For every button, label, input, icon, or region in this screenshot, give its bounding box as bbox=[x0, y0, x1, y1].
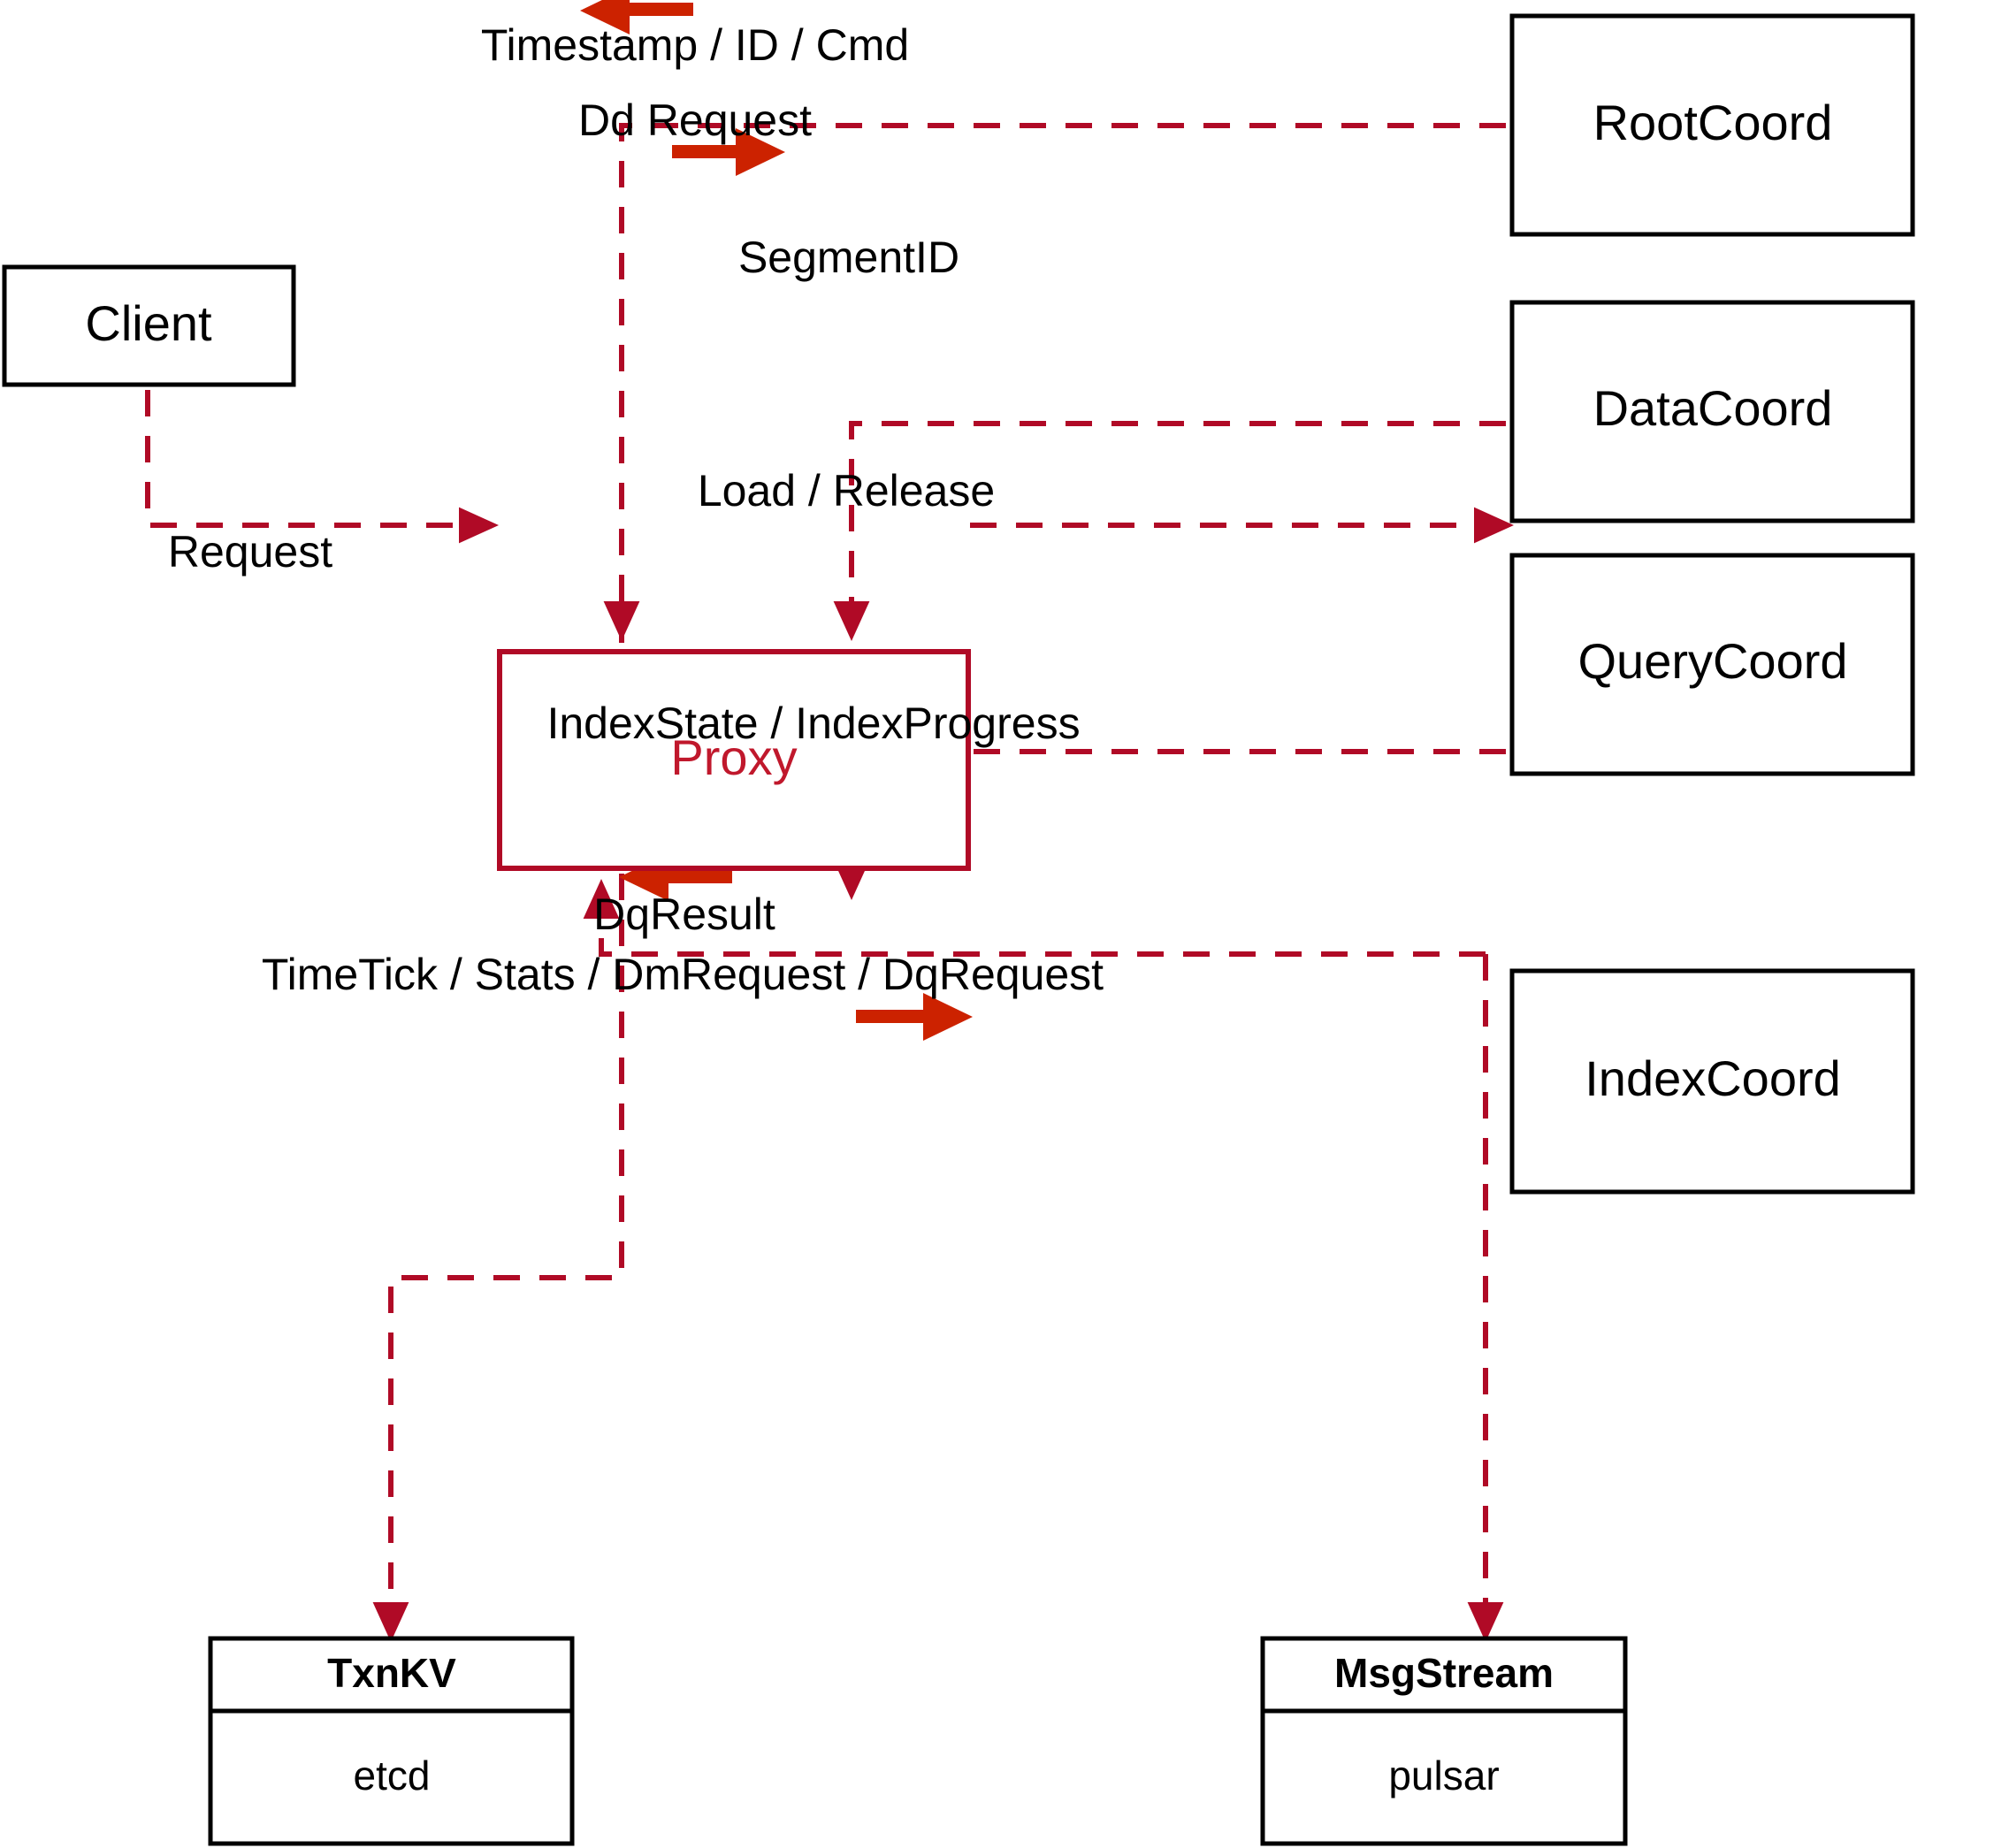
edge-group bbox=[145, 123, 1514, 1642]
edge-label-load-release: Load / Release bbox=[698, 466, 995, 515]
node-proxy[interactable]: Proxy bbox=[497, 649, 971, 871]
node-client[interactable]: Client bbox=[2, 264, 296, 387]
node-txnkv-subtitle: etcd bbox=[354, 1753, 431, 1798]
dqrequest-dir-arrow bbox=[856, 993, 973, 1041]
edge-proxy-rootcoord bbox=[603, 123, 1506, 641]
node-querycoord[interactable]: QueryCoord bbox=[1509, 553, 1915, 776]
node-client-label: Client bbox=[85, 295, 212, 351]
edge-label-indexstate-indexprogress: IndexState / IndexProgress bbox=[546, 699, 1080, 748]
node-msgstream-title: MsgStream bbox=[1334, 1650, 1554, 1696]
node-rootcoord[interactable]: RootCoord bbox=[1509, 13, 1915, 237]
node-datacoord-label: DataCoord bbox=[1593, 380, 1833, 436]
ddrequest-dir-arrow bbox=[672, 128, 785, 176]
edge-label-timetick-stats-dmrequest-dqrequest: TimeTick / Stats / DmRequest / DqRequest bbox=[262, 950, 1104, 999]
direction-arrow-group bbox=[580, 0, 973, 1041]
node-indexcoord-label: IndexCoord bbox=[1585, 1050, 1841, 1106]
timestamp-dir-arrow bbox=[580, 0, 693, 34]
node-rootcoord-label: RootCoord bbox=[1593, 95, 1833, 150]
node-txnkv-title: TxnKV bbox=[327, 1650, 456, 1696]
node-txnkv[interactable]: TxnKV etcd bbox=[208, 1636, 575, 1846]
edge-msgstream-proxy-dqresult bbox=[583, 879, 1486, 957]
edge-client-proxy bbox=[145, 390, 499, 544]
edge-label-request: Request bbox=[168, 527, 332, 577]
edge-proxy-txnkv bbox=[372, 874, 624, 1642]
edge-label-group: Timestamp / ID / Cmd Dd Request SegmentI… bbox=[168, 20, 1104, 999]
node-querycoord-label: QueryCoord bbox=[1577, 633, 1847, 689]
edge-label-segmentid: SegmentID bbox=[738, 233, 959, 282]
edge-label-dd-request: Dd Request bbox=[578, 95, 812, 145]
edge-label-timestamp-id-cmd: Timestamp / ID / Cmd bbox=[481, 20, 909, 70]
edge-label-dqresult: DqResult bbox=[593, 890, 775, 939]
node-msgstream[interactable]: MsgStream pulsar bbox=[1260, 1636, 1628, 1846]
node-datacoord[interactable]: DataCoord bbox=[1509, 300, 1915, 523]
edge-datacoord-proxy bbox=[833, 421, 1506, 641]
node-msgstream-subtitle: pulsar bbox=[1388, 1753, 1499, 1798]
node-indexcoord[interactable]: IndexCoord bbox=[1509, 968, 1915, 1195]
node-proxy-label: Proxy bbox=[670, 729, 797, 785]
